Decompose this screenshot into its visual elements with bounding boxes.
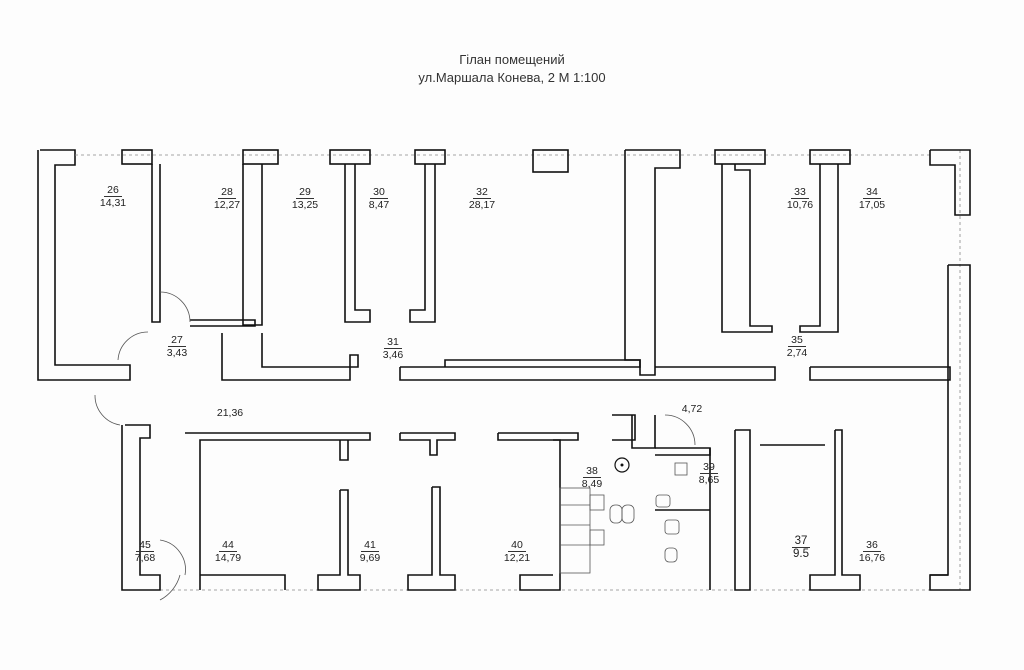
room-label: 21,36: [216, 407, 244, 419]
room-label: 4,72: [681, 403, 703, 415]
plan-subtitle: ул.Маршала Конева, 2 М 1:100: [418, 70, 606, 85]
fixtures: [559, 457, 688, 574]
door-swings: [94, 291, 696, 601]
interior-walls-lower: [185, 414, 948, 591]
interior-walls-upper: [151, 149, 951, 381]
outer-walls: [37, 149, 971, 591]
plan-title: Гілан помещений: [459, 52, 565, 67]
drain-icon: [614, 457, 630, 473]
